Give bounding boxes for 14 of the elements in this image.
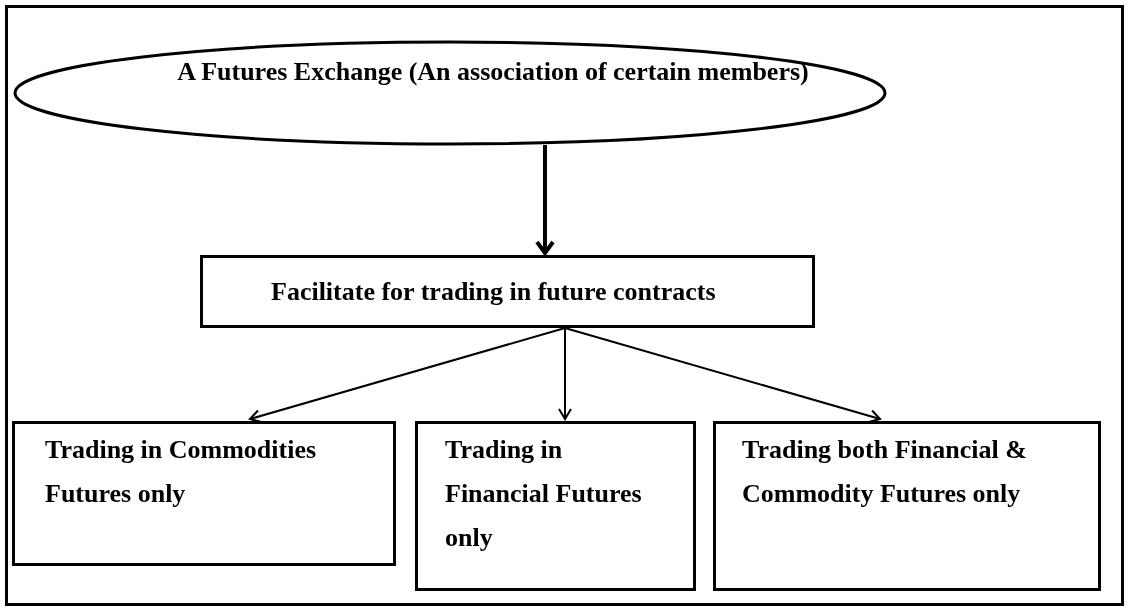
process-box [415,421,696,591]
ellipse-node [13,40,887,146]
process-box [12,421,396,566]
arrow [249,327,566,423]
node-text: A Futures Exchange (An association of certain members) [176,56,810,88]
node-text: Trading in Commodities Futures only [45,434,318,510]
arrow [564,327,881,423]
arrow [535,145,555,255]
node-text: Trading in Financial Futures only [445,434,643,554]
process-box [200,255,815,328]
node-text: Trading both Financial & Commodity Futures only [742,434,1028,510]
process-box [713,421,1101,591]
node-text: Facilitate for trading in future contracts [271,276,717,308]
arrow [558,327,572,420]
